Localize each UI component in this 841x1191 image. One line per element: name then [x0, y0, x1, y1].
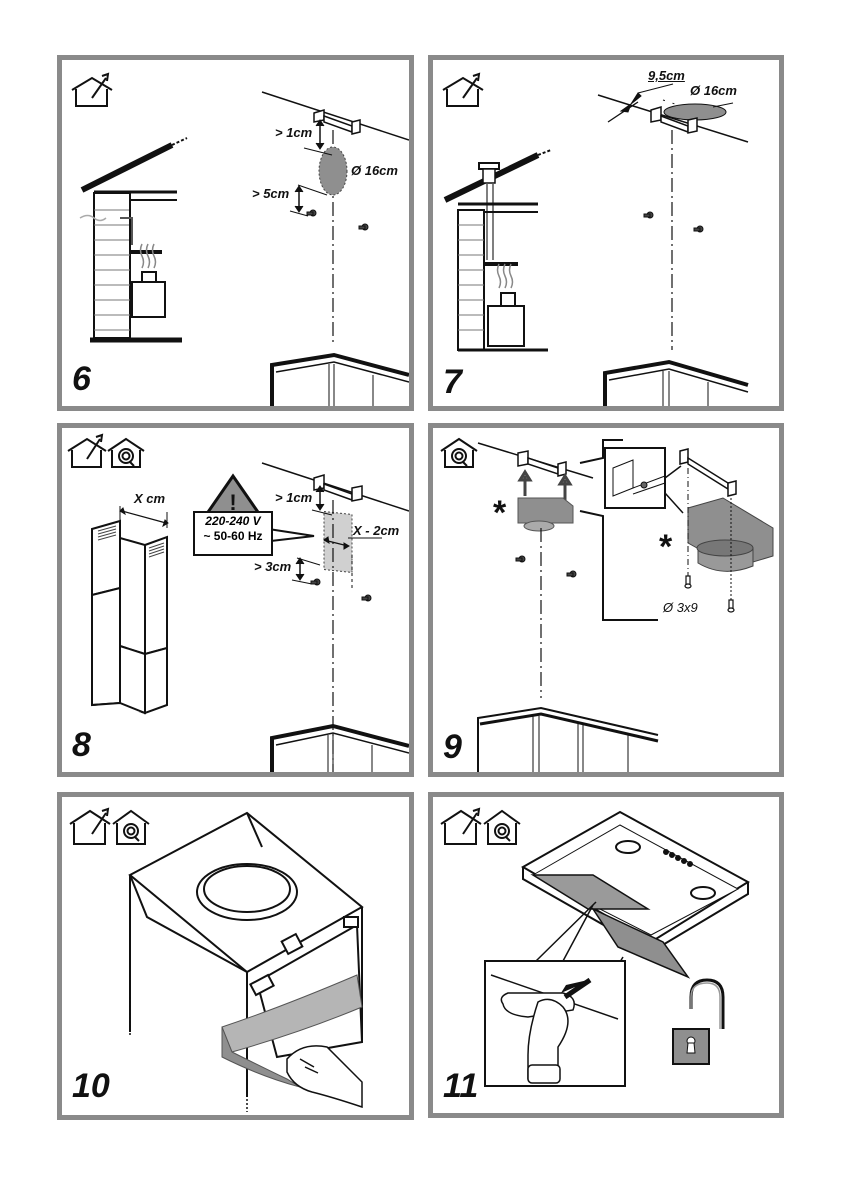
asterisk-right: *	[659, 530, 672, 564]
step-7-illustration	[433, 60, 779, 406]
duct-adapter	[518, 498, 573, 531]
hand-pulling	[287, 1046, 362, 1107]
ducted-extraction-icon	[443, 74, 483, 106]
recirculation-icon	[484, 811, 520, 844]
recirculation-icon	[113, 811, 149, 844]
wall-screw	[362, 595, 371, 601]
screw-size-label: Ø 3x9	[663, 601, 698, 614]
wall-screw	[311, 579, 320, 585]
frequency-label: ~ 50-60 Hz	[198, 529, 268, 544]
step-number: 7	[443, 365, 462, 399]
chimney-width-dimension	[120, 506, 168, 528]
chimney-width-label: X cm	[134, 492, 165, 505]
screw-clearance-label: > 5cm	[252, 187, 289, 200]
recirculation-icon	[108, 439, 144, 467]
step-11-illustration	[433, 797, 779, 1113]
socket-width-label: X - 2cm	[353, 524, 399, 537]
wall-screw	[694, 226, 703, 232]
step-number: 8	[72, 728, 91, 762]
up-arrow	[560, 476, 570, 500]
ducted-extraction-icon	[68, 435, 106, 467]
screw-clearance-label: > 3cm	[254, 560, 291, 573]
step-number: 11	[443, 1069, 478, 1103]
step-10-illustration	[62, 797, 409, 1115]
warning-triangle: !	[206, 476, 260, 515]
up-arrow	[520, 472, 530, 496]
wall-screw	[567, 571, 576, 577]
offset-label: 9,5cm	[648, 69, 685, 82]
wall-screw	[307, 210, 316, 216]
voltage-label: 220-240 V	[198, 514, 268, 529]
ducted-extraction-icon	[72, 74, 112, 106]
wall-screw	[516, 556, 525, 562]
step-7-panel: 9,5cm Ø 16cm 7	[428, 55, 784, 411]
ducted-extraction-icon	[441, 809, 481, 844]
step-9-illustration	[433, 428, 779, 772]
step-11-panel: 11	[428, 792, 784, 1118]
screw	[685, 576, 691, 588]
ducted-extraction-icon	[70, 809, 110, 844]
step-number: 9	[443, 730, 462, 764]
top-clearance-label: > 1cm	[275, 126, 312, 139]
wall-screw	[359, 224, 368, 230]
step-6-illustration	[62, 60, 409, 406]
wall-diagram	[598, 84, 748, 406]
step-number: 10	[72, 1069, 110, 1103]
step-9-panel: * * Ø 3x9 9	[428, 423, 784, 777]
screw	[728, 600, 734, 612]
asterisk-left: *	[493, 496, 506, 530]
unlock-padlock-icon	[673, 980, 723, 1064]
step-8-illustration: !	[62, 428, 409, 772]
recirculation-icon	[441, 439, 477, 467]
step-8-panel: !	[57, 423, 414, 777]
step-10-panel: 10	[57, 792, 414, 1120]
duct-diameter-label: Ø 16cm	[690, 84, 737, 97]
chimney-cover	[92, 521, 167, 713]
step-6-panel: > 1cm Ø 16cm > 5cm 6	[57, 55, 414, 411]
duct-diameter-label: Ø 16cm	[351, 164, 398, 177]
electrical-spec-box: 220-240 V ~ 50-60 Hz	[193, 511, 273, 556]
wall-diagram	[262, 463, 409, 772]
step-number: 6	[72, 362, 91, 396]
house-section	[445, 150, 551, 350]
top-clearance-label: > 1cm	[275, 491, 312, 504]
wall-screw	[644, 212, 653, 218]
wall-diagram	[478, 440, 773, 772]
house-section	[80, 138, 187, 340]
